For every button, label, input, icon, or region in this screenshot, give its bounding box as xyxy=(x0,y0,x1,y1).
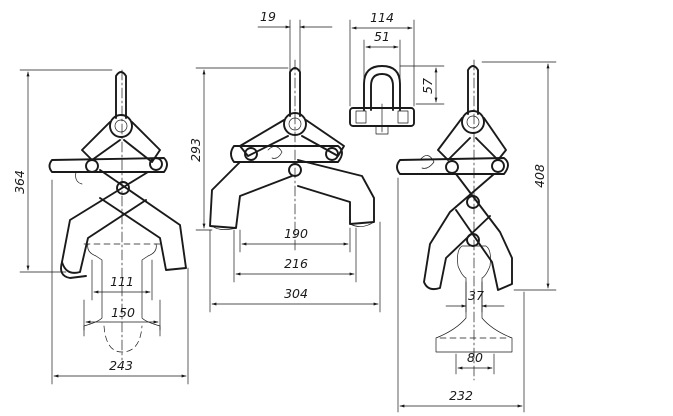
dim-37: 37 xyxy=(468,288,484,303)
dim-304: 304 xyxy=(284,286,308,301)
dim-408: 408 xyxy=(532,164,547,188)
shackle-dimensions: 114 51 57 xyxy=(349,10,445,107)
left-dimensions: 364 111 150 243 xyxy=(12,69,189,385)
dim-80: 80 xyxy=(467,350,483,365)
right-dimensions: 408 37 80 232 xyxy=(397,61,557,413)
dim-364: 364 xyxy=(12,170,27,194)
dim-114: 114 xyxy=(370,10,394,25)
left-rail-grab xyxy=(48,69,187,361)
dim-111: 111 xyxy=(110,274,134,289)
middle-dimensions: 19 293 190 216 304 xyxy=(188,9,381,313)
middle-grab xyxy=(209,59,375,251)
dim-51: 51 xyxy=(374,29,390,44)
right-rail-grab xyxy=(396,59,513,381)
dim-150: 150 xyxy=(111,305,135,320)
dim-57: 57 xyxy=(420,78,435,94)
dim-232: 232 xyxy=(449,388,473,403)
dim-243: 243 xyxy=(109,358,133,373)
shackle xyxy=(349,65,415,135)
dim-19: 19 xyxy=(260,9,276,24)
dim-293: 293 xyxy=(188,138,203,162)
dim-216: 216 xyxy=(284,256,308,271)
dim-190: 190 xyxy=(284,226,308,241)
